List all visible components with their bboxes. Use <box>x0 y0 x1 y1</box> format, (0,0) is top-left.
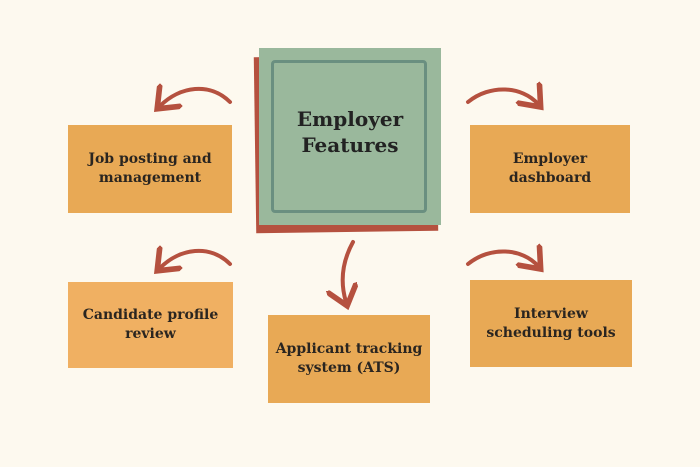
arrow-to-ats <box>343 240 353 302</box>
arrow-to-candidate <box>160 251 232 268</box>
center-title: Employer Features <box>296 106 404 157</box>
arrow-to-dashboard <box>466 89 538 104</box>
center-inner-border <box>271 60 427 213</box>
arrow-to-interview <box>466 251 538 266</box>
arrow-to-job-posting <box>160 89 232 106</box>
center-node: Employer Features <box>259 48 441 225</box>
